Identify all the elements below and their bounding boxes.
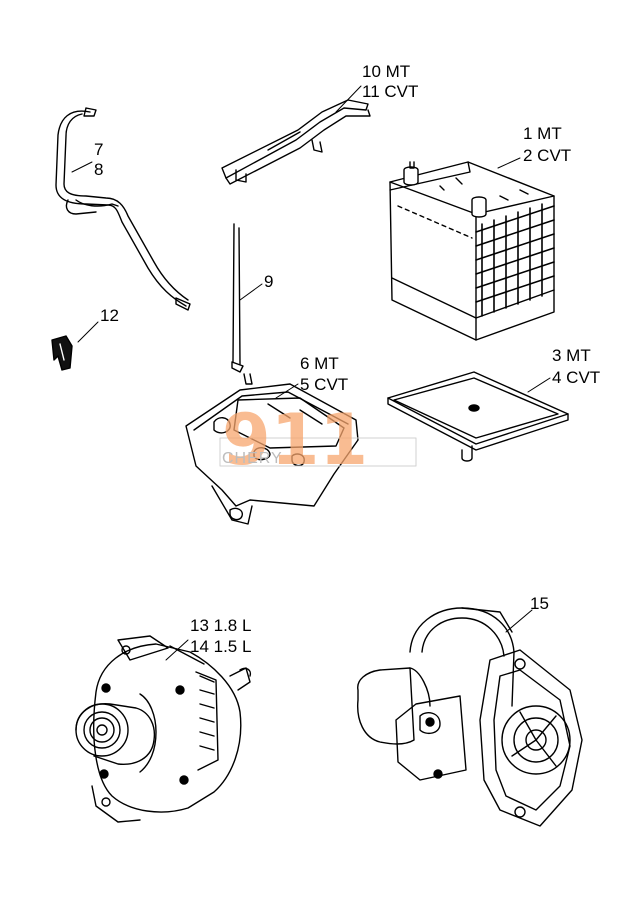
watermark-number: 911 — [222, 399, 368, 481]
starter-15 — [357, 607, 583, 827]
label-part-9: 9 — [264, 272, 274, 291]
label-part-1: 1 MT — [523, 124, 562, 143]
label-part-12: 12 — [100, 306, 119, 325]
clip-12 — [51, 335, 73, 371]
label-part-8: 8 — [94, 160, 104, 179]
battery-1-2 — [389, 161, 555, 341]
label-part-13: 13 1.8 L — [190, 616, 252, 635]
label-part-7: 7 — [94, 140, 104, 159]
label-part-3: 3 MT — [552, 346, 591, 365]
watermark-text: CHERY — [222, 450, 283, 467]
label-part-6: 6 MT — [300, 354, 339, 373]
label-part-4: 4 CVT — [552, 368, 601, 387]
tray-3-4 — [387, 371, 569, 462]
label-part-11: 11 CVT — [362, 82, 419, 101]
label-part-14: 14 1.5 L — [190, 637, 252, 656]
label-part-2: 2 CVT — [523, 146, 572, 165]
clamp-10-11 — [221, 99, 371, 185]
tray-6-5 — [185, 373, 359, 525]
rod-9 — [231, 223, 244, 373]
alternator-13-14 — [75, 635, 252, 823]
leader-lines — [71, 85, 551, 661]
watermark: 911 CHERY — [219, 399, 417, 481]
label-part-15: 15 — [530, 594, 549, 613]
label-part-5: 5 CVT — [300, 375, 349, 394]
label-part-10: 10 MT — [362, 62, 411, 81]
cable-7-8 — [55, 107, 191, 311]
